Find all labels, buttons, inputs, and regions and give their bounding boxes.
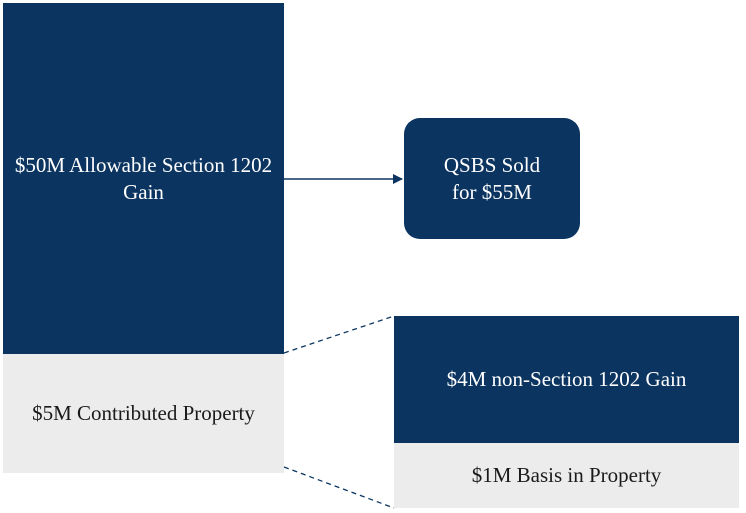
allowable-gain-label: $50M Allowable Section 1202 Gain [14,152,273,204]
dashed-connector-top [283,315,395,354]
qsbs-sold-line1: QSBS Sold [443,152,541,177]
non-1202-gain-label: $4M non-Section 1202 Gain [446,367,687,391]
qsbs-sold-box: QSBS Sold for $55M [404,118,580,239]
dashed-connector-bottom [283,466,395,509]
basis-in-property-label: $1M Basis in Property [471,463,662,487]
contributed-property-label: $5M Contributed Property [32,401,255,425]
qsbs-sold-line2: for $55M [452,179,532,204]
allowable-gain-block: $50M Allowable Section 1202 Gain [3,3,284,354]
non-1202-gain-block: $4M non-Section 1202 Gain [394,316,739,443]
contributed-property-block: $5M Contributed Property [3,354,284,473]
qsbs-sold-text: QSBS Sold for $55M [444,152,540,206]
basis-in-property-block: $1M Basis in Property [394,443,739,508]
